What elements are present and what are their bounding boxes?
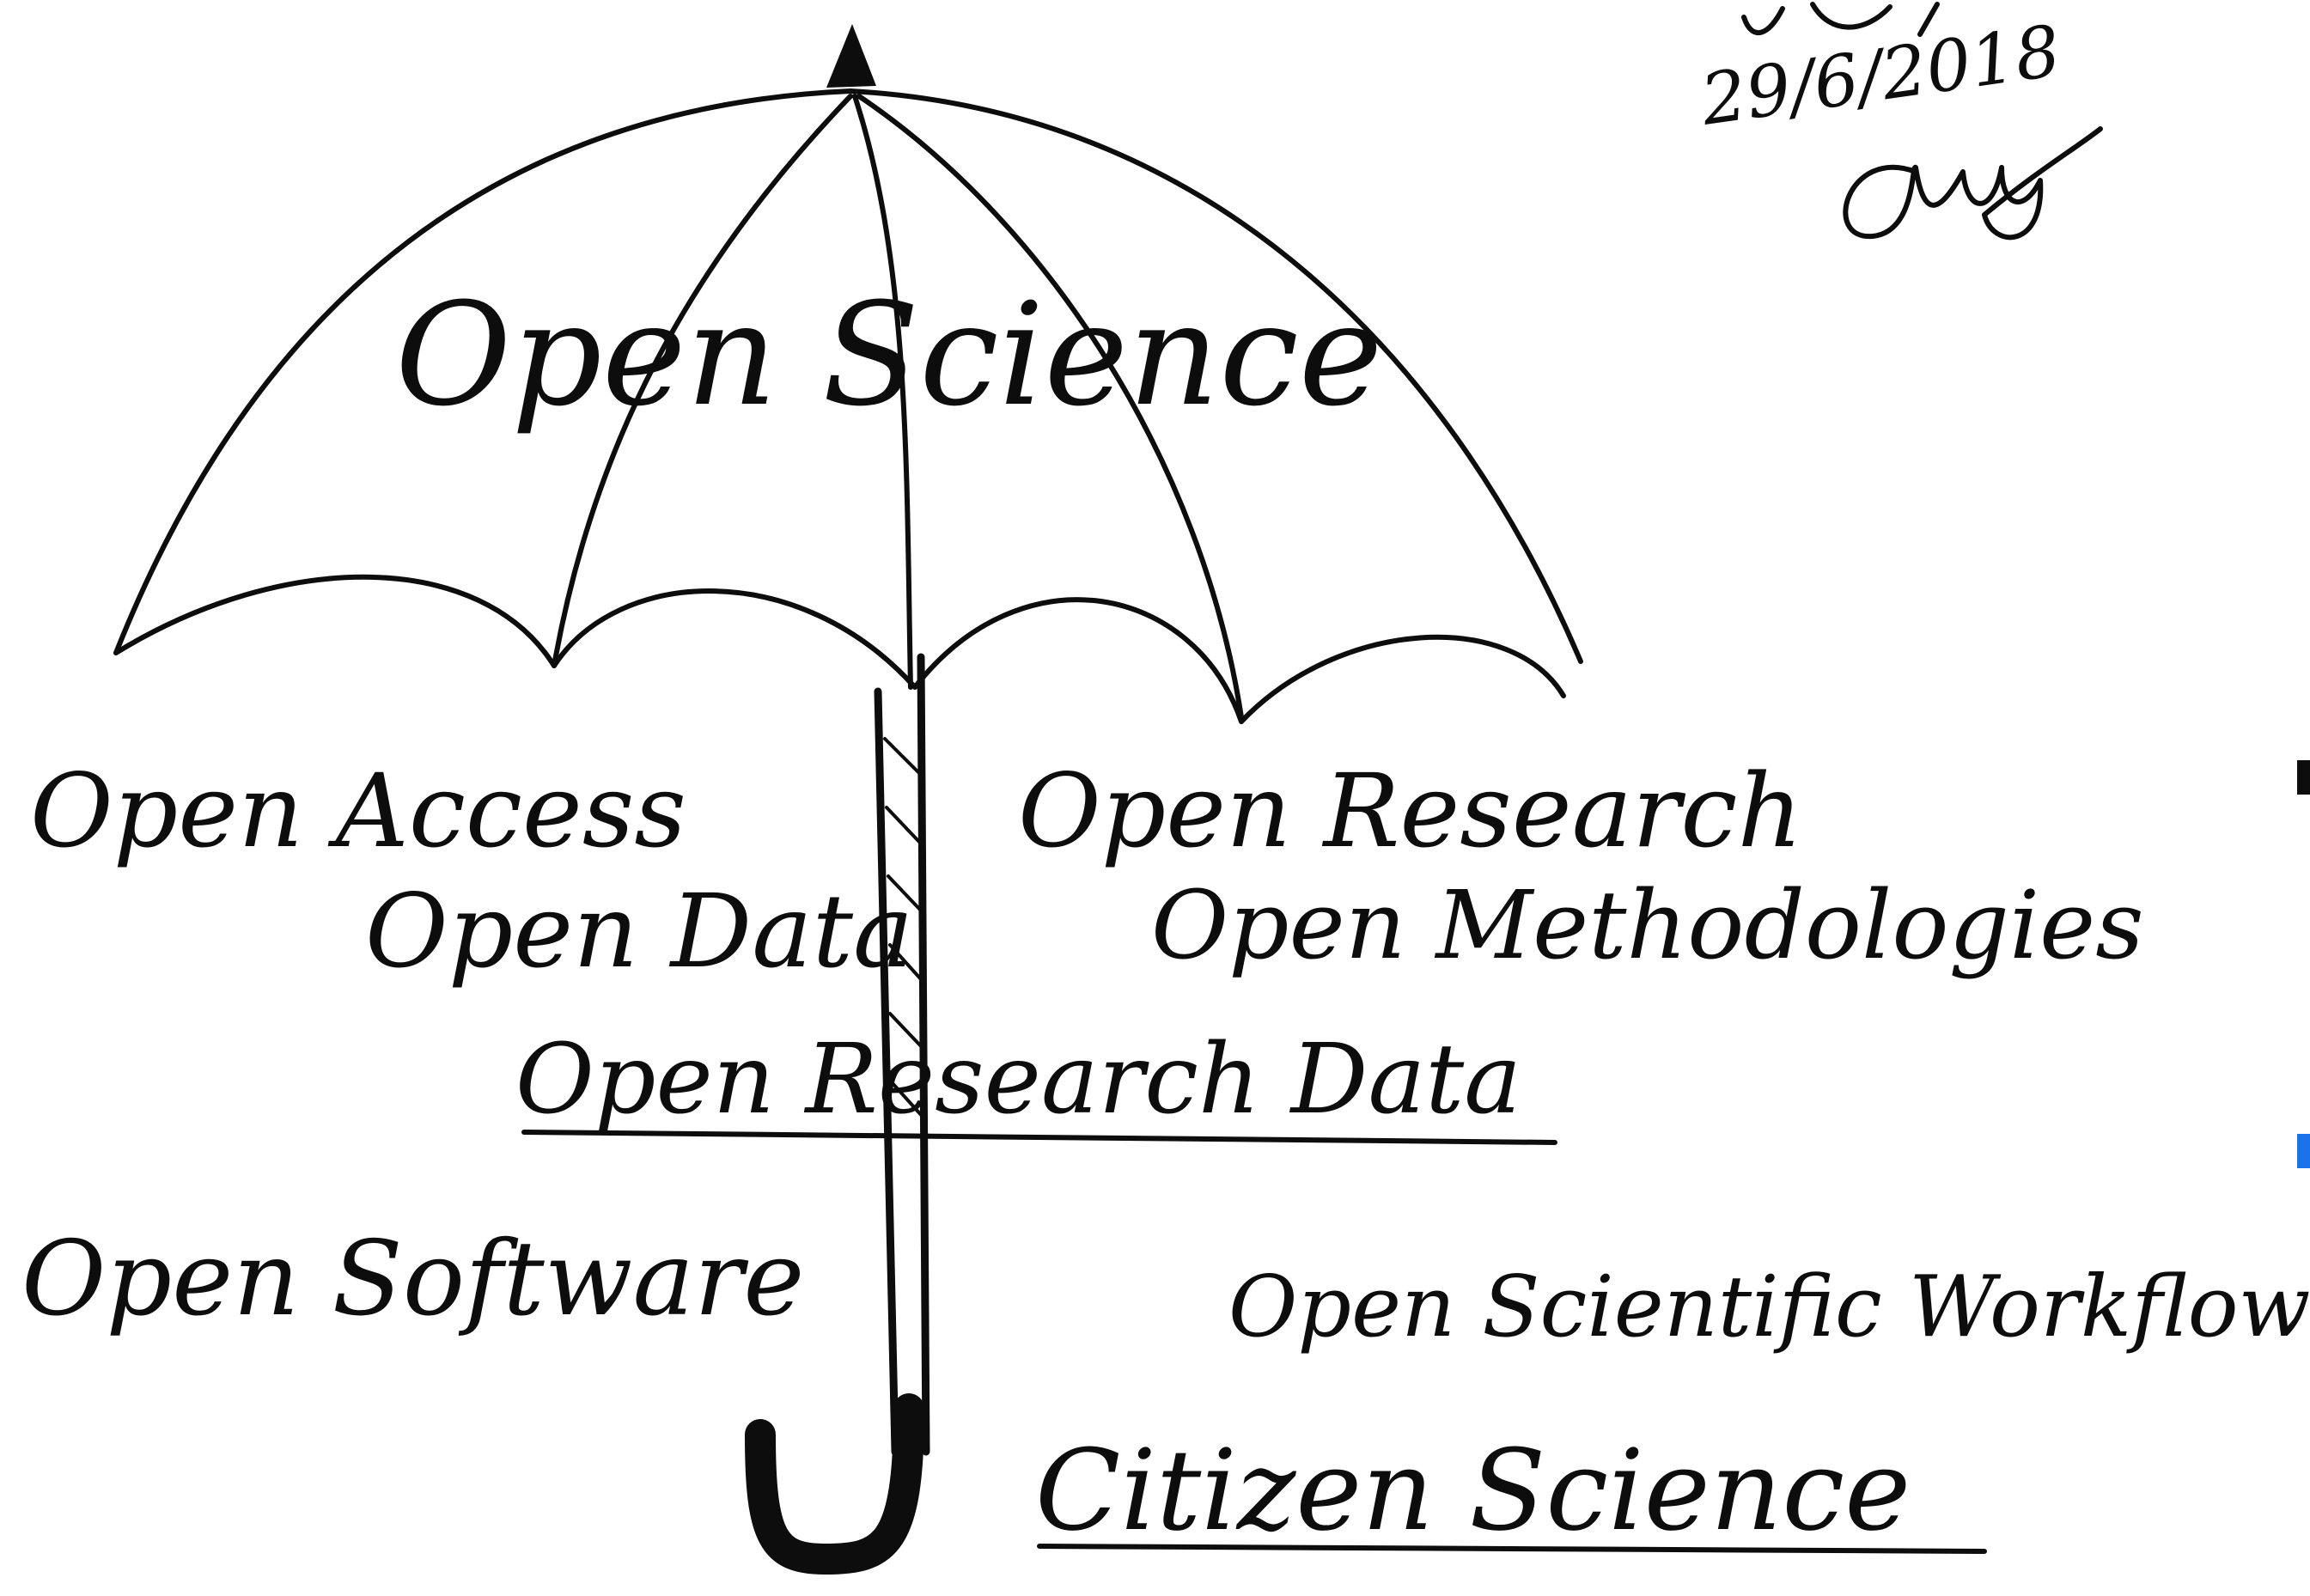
umbrella-canopy — [113, 24, 1583, 724]
edge-mark-black — [2297, 760, 2310, 795]
canopy-scallops — [113, 574, 1566, 724]
item-open-methodologies: Open Methodologies — [1151, 870, 2144, 980]
edge-mark-blue — [2297, 1134, 2310, 1168]
item-citizen-science: Citizen Science — [1035, 1425, 1911, 1556]
canopy-title: Open Science — [395, 272, 1382, 437]
item-open-research: Open Research — [1018, 752, 1803, 870]
canopy-rib-3 — [856, 94, 1244, 720]
umbrella-shaft — [745, 653, 930, 1575]
item-open-scientific-workflows: Open Scientific Workflows — [1228, 1258, 2310, 1356]
shaft-right-line — [917, 653, 930, 1456]
canopy-outer-left — [113, 88, 853, 655]
item-open-access: Open Access — [30, 752, 686, 870]
signature-image — [1843, 126, 2103, 241]
canopy-rib-2 — [852, 94, 913, 690]
umbrella-tip — [826, 24, 876, 88]
canopy-rib-1 — [552, 94, 853, 668]
shaft-hatching — [883, 737, 924, 1118]
shaft-left-line — [874, 687, 899, 1456]
item-open-software: Open Software — [21, 1220, 804, 1339]
umbrella-handle — [745, 1393, 924, 1575]
center-underline — [521, 1130, 1557, 1145]
note-cropped-scribble — [1741, 2, 1940, 37]
signature-scribble — [1843, 126, 2103, 241]
item-open-data: Open Data — [365, 872, 913, 990]
bottom-underline — [1037, 1544, 1987, 1554]
item-open-research-data: Open Research Data — [515, 1024, 1521, 1136]
canopy-outer-right — [848, 88, 1583, 664]
